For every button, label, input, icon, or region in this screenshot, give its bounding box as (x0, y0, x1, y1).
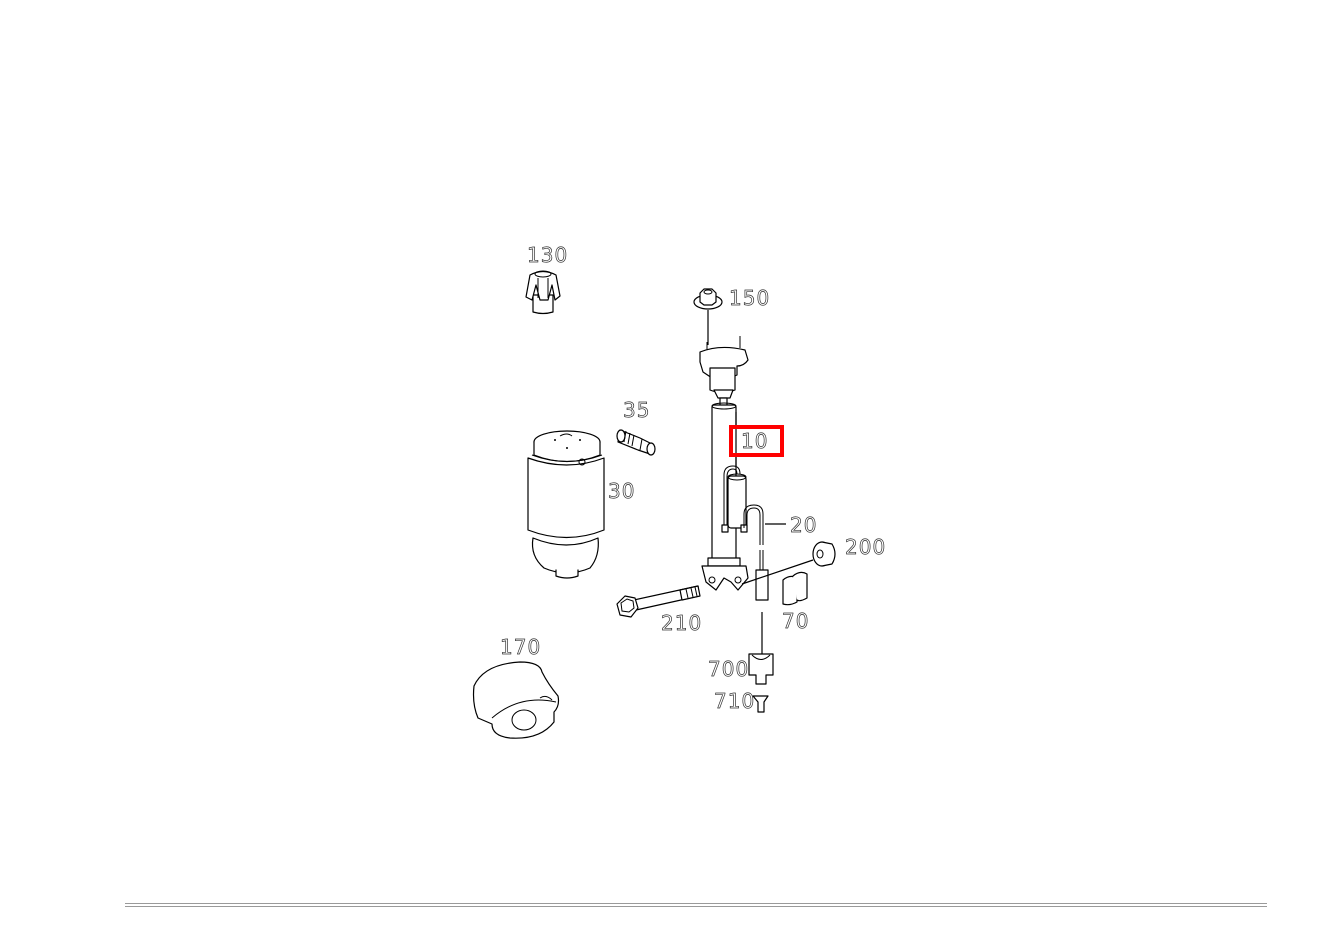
part-710-plug-icon[interactable] (752, 695, 769, 713)
label-210[interactable]: 210 (661, 611, 702, 636)
part-200-bushing-icon[interactable] (812, 541, 836, 567)
label-30[interactable]: 30 (608, 479, 635, 504)
footer-divider (125, 903, 1267, 907)
part-20-valve-icon[interactable] (721, 465, 786, 601)
part-70-clip-icon[interactable] (782, 571, 808, 606)
part-130-clip-icon[interactable] (525, 270, 561, 315)
part-150-nut-icon[interactable] (693, 288, 723, 345)
label-710[interactable]: 710 (714, 689, 755, 714)
part-30-airspring-icon[interactable] (527, 430, 605, 579)
label-130[interactable]: 130 (527, 243, 568, 268)
part-700-connector-icon[interactable] (748, 653, 774, 685)
part-10-strut-icon[interactable] (699, 336, 749, 591)
part-170-cover-icon[interactable] (472, 661, 560, 739)
part-35-fitting-icon[interactable] (616, 429, 656, 456)
label-35[interactable]: 35 (623, 398, 650, 423)
label-150[interactable]: 150 (729, 286, 770, 311)
selected-part-highlight (729, 425, 784, 457)
part-210-bolt-icon[interactable] (616, 585, 701, 618)
label-700[interactable]: 700 (708, 657, 749, 682)
label-20[interactable]: 20 (790, 513, 817, 538)
label-200[interactable]: 200 (845, 535, 886, 560)
label-70[interactable]: 70 (782, 609, 809, 634)
part-labels: 130 150 35 10 30 20 200 210 70 170 700 7… (500, 243, 886, 714)
label-10[interactable]: 10 (741, 429, 768, 454)
label-170[interactable]: 170 (500, 635, 541, 660)
